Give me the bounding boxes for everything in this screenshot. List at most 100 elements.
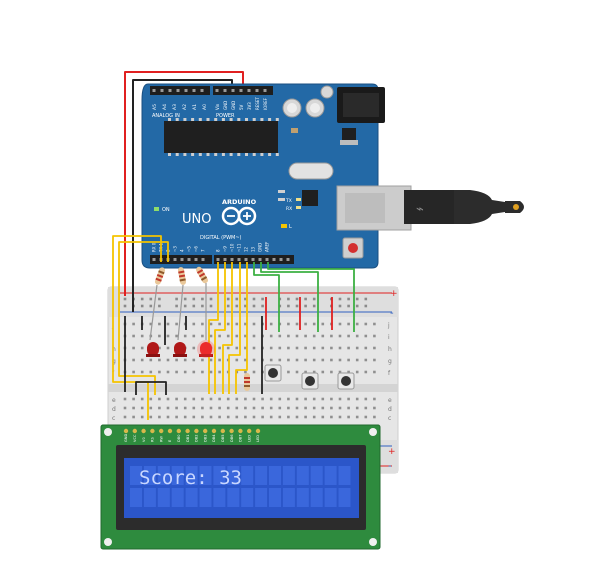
- breadboard-hole: [218, 334, 221, 338]
- rail-minus-label-bottom: -: [388, 461, 392, 472]
- chip-leg: [198, 153, 202, 156]
- usb-cable[interactable]: ⌁: [336, 185, 524, 231]
- breadboard-hole: [312, 406, 316, 410]
- digital-pin-label: 12: [244, 246, 249, 252]
- lcd-cell: [171, 466, 184, 485]
- breadboard-hole: [158, 370, 161, 374]
- header-pin: [258, 258, 262, 261]
- resistor: [196, 266, 208, 284]
- breadboard-hole: [149, 415, 153, 419]
- rail-hole: [364, 304, 368, 308]
- push-button: [337, 372, 355, 390]
- lcd-pin-label: RS: [151, 437, 155, 442]
- breadboard-hole: [295, 322, 299, 326]
- rail-hole: [183, 304, 187, 308]
- lcd-pin-label: DB5: [221, 434, 225, 442]
- lcd-cell: [213, 488, 226, 507]
- breadboard-hole: [218, 370, 221, 374]
- arduino-uno[interactable]: ANALOG IN POWER A5 A4 A3 A2 A1 A0 Vin GN…: [141, 83, 385, 269]
- breadboard-hole: [295, 358, 299, 362]
- lcd-cell: [324, 466, 337, 485]
- lcd-cell: [241, 466, 254, 485]
- breadboard-hole: [269, 346, 273, 350]
- breadboard-hole: [312, 358, 316, 362]
- lcd-pin-label: DB1: [186, 434, 190, 442]
- chip-leg: [183, 118, 187, 121]
- breadboard-hole: [304, 358, 307, 362]
- breadboard-hole: [295, 397, 299, 401]
- smd-component: [291, 128, 298, 133]
- breadboard-hole: [269, 406, 273, 410]
- analog-pin-label: A5: [152, 104, 158, 110]
- lcd-pin-label: DB3: [203, 434, 207, 442]
- row-letter: f: [388, 370, 391, 377]
- chip-leg: [268, 153, 272, 156]
- breadboard-hole: [330, 370, 333, 374]
- smd-component: [278, 190, 285, 193]
- chip-leg: [260, 153, 264, 156]
- push-buttons[interactable]: [264, 364, 355, 390]
- chip-leg: [245, 118, 248, 121]
- breadboard-hole: [166, 370, 170, 374]
- digital-pin-label: ~11: [237, 243, 242, 252]
- chip-leg: [260, 118, 264, 121]
- lcd-pin-label: E: [168, 439, 172, 442]
- breadboard-hole: [209, 415, 213, 419]
- breadboard-hole: [355, 406, 359, 410]
- header-pin: [160, 89, 164, 92]
- breadboard-hole: [355, 397, 359, 401]
- breadboard-hole: [321, 358, 325, 362]
- rail-hole: [158, 304, 161, 308]
- rail-hole: [149, 304, 153, 308]
- header-pin: [247, 89, 251, 92]
- breadboard-hole: [166, 358, 170, 362]
- breadboard-hole: [287, 397, 290, 401]
- breadboard-hole: [269, 397, 273, 401]
- rail-hole: [244, 297, 247, 301]
- lcd-cell: [157, 466, 170, 485]
- header-pin: [223, 89, 227, 92]
- lcd-cell: [310, 488, 323, 507]
- leds[interactable]: [146, 340, 215, 358]
- lcd-pin: [238, 428, 243, 434]
- breadboard-hole: [149, 406, 153, 410]
- power-header-label: POWER: [216, 113, 235, 119]
- breadboard-hole: [158, 397, 161, 401]
- breadboard-hole: [312, 397, 316, 401]
- rail-hole: [355, 297, 359, 301]
- led-tx: [296, 198, 301, 201]
- voltage-regulator: [342, 128, 356, 140]
- breadboard-hole: [252, 358, 256, 362]
- header-pin: [152, 89, 156, 92]
- breadboard-hole: [175, 397, 178, 401]
- wire-yellow: [222, 262, 233, 394]
- breadboard-hole: [175, 415, 178, 419]
- rail-hole: [261, 297, 264, 301]
- breadboard-hole: [304, 397, 307, 401]
- header-pin: [176, 89, 180, 92]
- chip-leg: [275, 153, 279, 156]
- rail-hole: [252, 297, 256, 301]
- header-pin: [184, 89, 188, 92]
- digital-pin-label: RX 0: [152, 242, 157, 252]
- rail-hole: [287, 297, 290, 301]
- breadboard-hole: [304, 322, 307, 326]
- breadboard-hole: [218, 415, 221, 419]
- rail-hole: [295, 297, 299, 301]
- led-rx-label: RX: [286, 206, 292, 212]
- power-pin-label: 5V: [239, 104, 244, 110]
- breadboard-hole: [175, 406, 178, 410]
- rail-hole: [201, 304, 204, 308]
- breadboard-hole: [140, 406, 144, 410]
- crystal: [288, 162, 334, 180]
- breadboard-hole: [158, 415, 161, 419]
- digital-pin-label: ~6: [194, 246, 199, 252]
- resistor: [244, 373, 250, 391]
- breadboard-hole: [252, 346, 256, 350]
- breadboard-hole: [218, 346, 221, 350]
- breadboard-hole: [278, 334, 282, 338]
- breadboard-hole: [209, 358, 213, 362]
- breadboard-hole: [132, 346, 135, 350]
- header-pin: [272, 258, 276, 261]
